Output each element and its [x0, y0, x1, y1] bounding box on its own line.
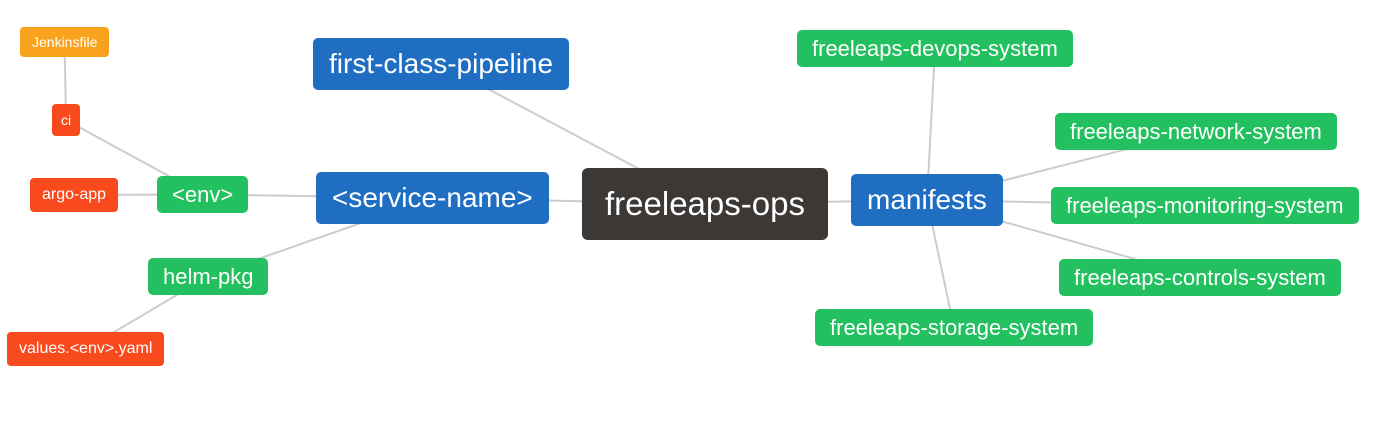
- node-first-class-pipeline[interactable]: first-class-pipeline: [313, 38, 570, 91]
- node-values-env-yaml[interactable]: values.<env>.yaml: [7, 332, 165, 367]
- node-freeleaps-network-system[interactable]: freeleaps-network-system: [1055, 113, 1337, 151]
- node-freeleaps-controls-system[interactable]: freeleaps-controls-system: [1059, 259, 1341, 297]
- node-freeleaps-storage-system[interactable]: freeleaps-storage-system: [815, 309, 1094, 347]
- node-freeleaps-monitoring-system[interactable]: freeleaps-monitoring-system: [1051, 187, 1359, 225]
- node-env[interactable]: <env>: [157, 176, 249, 214]
- node-jenkinsfile[interactable]: Jenkinsfile: [20, 27, 110, 58]
- node-service-name[interactable]: <service-name>: [316, 172, 549, 225]
- node-ci[interactable]: ci: [52, 104, 81, 137]
- node-helm-pkg[interactable]: helm-pkg: [148, 258, 269, 296]
- node-manifests[interactable]: manifests: [851, 174, 1003, 227]
- node-argo-app[interactable]: argo-app: [30, 178, 119, 213]
- node-freeleaps-devops-system[interactable]: freeleaps-devops-system: [797, 30, 1073, 68]
- node-freeleaps-ops-root[interactable]: freeleaps-ops: [582, 168, 828, 240]
